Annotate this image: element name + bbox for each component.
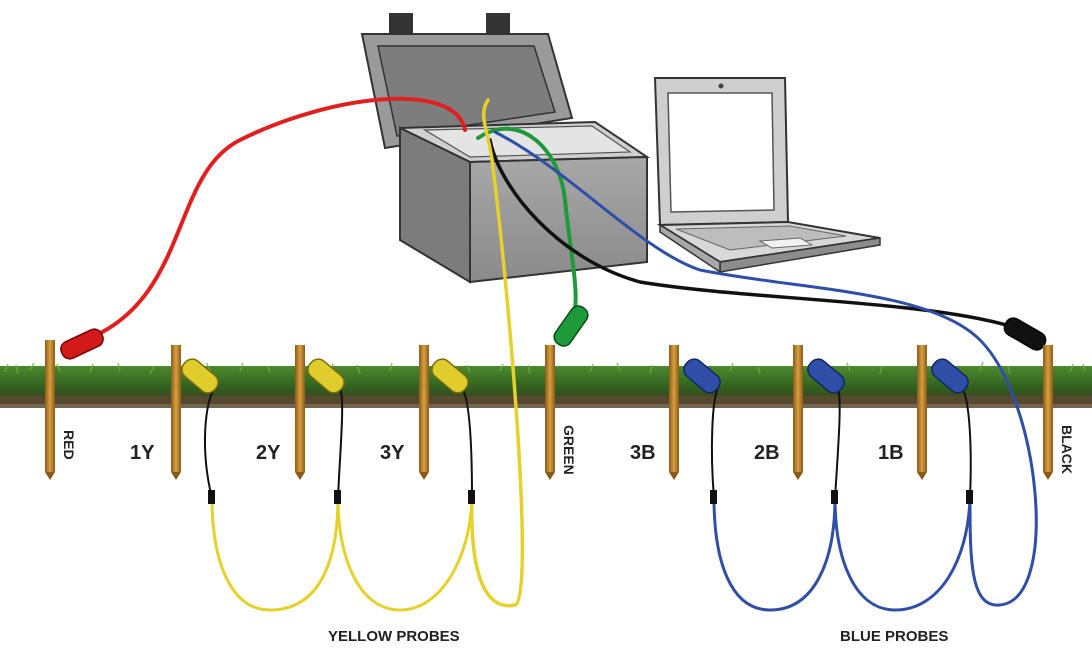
probe-label-1y: 1Y	[130, 442, 155, 464]
clip-2b	[807, 358, 845, 394]
stake-1y	[171, 345, 181, 480]
stake-1b	[917, 345, 927, 480]
tester-case-icon	[360, 13, 651, 284]
stakes	[45, 340, 1053, 480]
stake-red	[45, 340, 55, 480]
green-clip	[553, 305, 589, 347]
probe-clips	[181, 358, 969, 394]
probe-label-1b: 1B	[878, 442, 904, 464]
yellow-probe-wires	[204, 387, 475, 612]
test-leads	[83, 96, 1038, 608]
blue-lead	[493, 130, 1038, 607]
laptop-icon	[653, 77, 881, 274]
green-lead	[476, 126, 578, 312]
probe-label-2y: 2Y	[256, 442, 281, 464]
red-lead	[83, 96, 467, 342]
clip-2y	[307, 358, 345, 394]
red-clip	[60, 328, 104, 360]
stake-black	[1043, 345, 1053, 480]
clip-3b	[683, 358, 721, 394]
black-clip	[1003, 317, 1047, 351]
probe-label-3y: 3Y	[380, 442, 405, 464]
blue-probe-wires	[710, 387, 973, 612]
yellow-lead	[470, 98, 525, 608]
clip-1y	[181, 358, 219, 394]
caption-blue-probes: BLUE PROBES	[840, 628, 948, 645]
caption-yellow-probes: YELLOW PROBES	[328, 628, 460, 645]
stake-2y	[295, 345, 305, 480]
stake-2b	[793, 345, 803, 480]
stake-3b	[669, 345, 679, 480]
probe-label-2b: 2B	[754, 442, 780, 464]
black-lead	[488, 138, 1012, 328]
lead-clips	[60, 305, 1047, 360]
probe-label-3b: 3B	[630, 442, 656, 464]
stake-3y	[419, 345, 429, 480]
stake-label-red: RED	[61, 430, 77, 460]
stake-green	[545, 345, 555, 480]
clip-1b	[931, 358, 969, 394]
clip-3y	[431, 358, 469, 394]
stake-label-black: BLACK	[1059, 425, 1075, 474]
stake-label-green: GREEN	[561, 425, 577, 475]
